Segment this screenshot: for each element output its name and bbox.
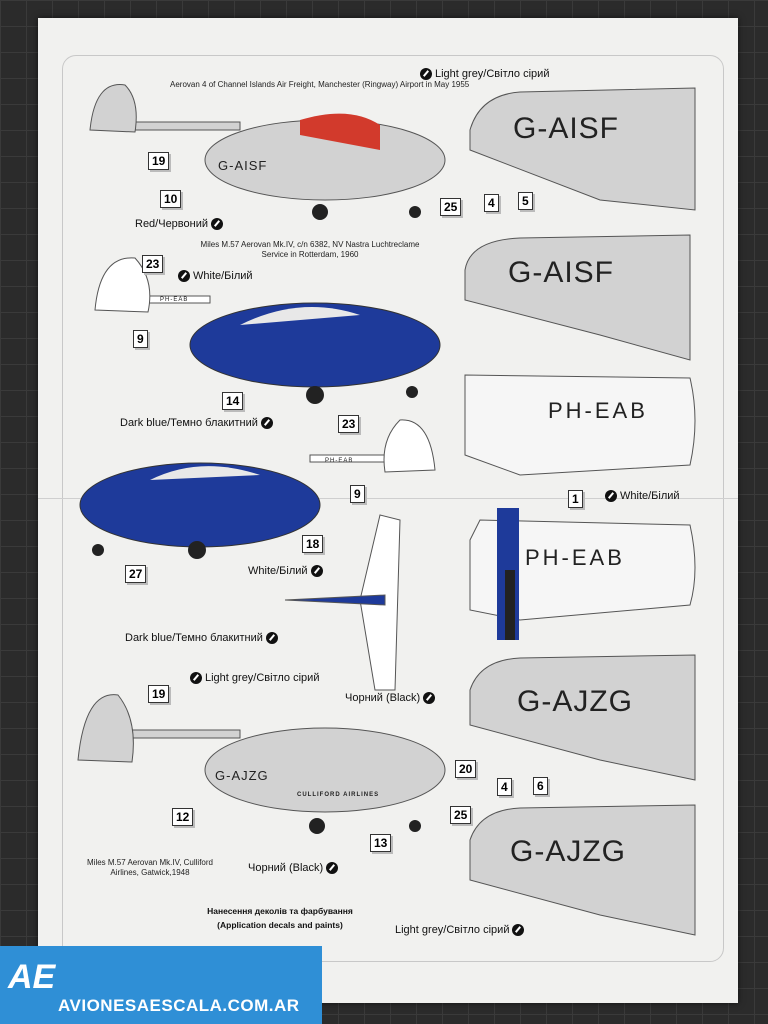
paint-brush-icon <box>423 692 436 704</box>
sheet-border <box>62 55 724 962</box>
paint-brush-icon <box>605 490 617 502</box>
airline-title: CULLIFORD AIRLINES <box>297 792 380 798</box>
caption-channel-islands: Aerovan 4 of Channel Islands Air Freight… <box>170 80 470 89</box>
wing-views <box>464 87 696 936</box>
paint-black: Чорний (Black) <box>248 862 339 874</box>
decal-number: 13 <box>370 834 392 852</box>
watermark-banner <box>0 946 322 1024</box>
decal-number: 23 <box>338 415 360 433</box>
paint-red: Red/Червоний <box>135 218 224 230</box>
paint-black-wing: Чорний (Black) <box>345 692 436 704</box>
wing-registration: G-AISF <box>508 256 615 289</box>
tail-registration: PH-EAB <box>325 458 354 464</box>
decal-number: 23 <box>142 255 164 273</box>
wing-registration: G-AJZG <box>510 835 626 868</box>
paint-brush-icon <box>190 672 202 684</box>
decal-number: 4 <box>484 194 499 212</box>
paint-brush-icon <box>211 218 224 230</box>
decal-number: 18 <box>302 535 324 553</box>
decal-number: 14 <box>222 392 244 410</box>
footer-title-en: (Application decals and paints) <box>217 920 343 930</box>
decal-number: 10 <box>160 190 182 208</box>
decal-number: 6 <box>533 777 548 795</box>
paint-white-top: White/Білий <box>248 565 323 577</box>
aircraft-ph-eab-side <box>94 257 441 404</box>
wing-registration: G-AISF <box>513 112 620 145</box>
paint-brush-icon <box>178 270 190 282</box>
decal-number: 27 <box>125 565 147 583</box>
fuselage-registration: G-AJZG <box>215 768 269 783</box>
paint-brush-icon <box>420 68 432 80</box>
aircraft-ph-eab-side-right <box>79 419 436 559</box>
fuselage-registration: G-AISF <box>218 158 268 173</box>
watermark-site: AVIONESAESCALA.COM.AR <box>58 996 300 1015</box>
decal-number: 9 <box>350 485 365 503</box>
footer-title-ua: Нанесення деколів та фарбування <box>207 906 353 916</box>
sheet-footer: Нанесення деколів та фарбування (Applica… <box>160 904 400 932</box>
decal-number: 19 <box>148 152 170 170</box>
paint-brush-icon <box>512 924 525 936</box>
aircraft-top-view <box>284 514 401 691</box>
decal-number: 25 <box>450 806 472 824</box>
paint-brush-icon <box>310 565 323 577</box>
caption-culliford: Miles M.57 Aerovan Mk.IV, Culliford Airl… <box>87 858 213 877</box>
decal-number: 1 <box>568 490 583 508</box>
paint-dark-blue-top: Dark blue/Темно блакитний <box>125 632 278 644</box>
aircraft-g-aisf-side <box>89 84 446 220</box>
decal-number: 25 <box>440 198 462 216</box>
aircraft-g-ajzg-side <box>77 694 446 834</box>
decal-number: 12 <box>172 808 194 826</box>
wing-registration: PH-EAB <box>548 398 648 423</box>
paint-light-grey-3: Light grey/Світло сірий <box>395 924 525 936</box>
decal-number: 4 <box>497 778 512 796</box>
wing-registration: PH-EAB <box>525 545 625 570</box>
paint-brush-icon <box>326 862 339 874</box>
decal-number: 5 <box>518 192 533 210</box>
paint-dark-blue: Dark blue/Темно блакитний <box>120 417 273 429</box>
watermark-logo: AE <box>8 958 56 996</box>
caption-nastra: Miles M.57 Aerovan Mk.IV, c/n 6382, NV N… <box>200 240 420 259</box>
wing-registration: G-AJZG <box>517 685 633 718</box>
decal-number: 19 <box>148 685 170 703</box>
paint-brush-icon <box>265 632 278 644</box>
paper-fold <box>38 498 738 499</box>
paint-light-grey-2: Light grey/Світло сірий <box>190 672 319 684</box>
paint-brush-icon <box>260 417 273 429</box>
decal-number: 9 <box>133 330 148 348</box>
paint-light-grey: Light grey/Світло сірий <box>420 68 549 80</box>
tail-registration: PH-EAB <box>160 297 189 303</box>
decal-number: 20 <box>455 760 477 778</box>
paint-white-wing: White/Білий <box>605 490 680 502</box>
paint-white: White/Білий <box>178 270 253 282</box>
